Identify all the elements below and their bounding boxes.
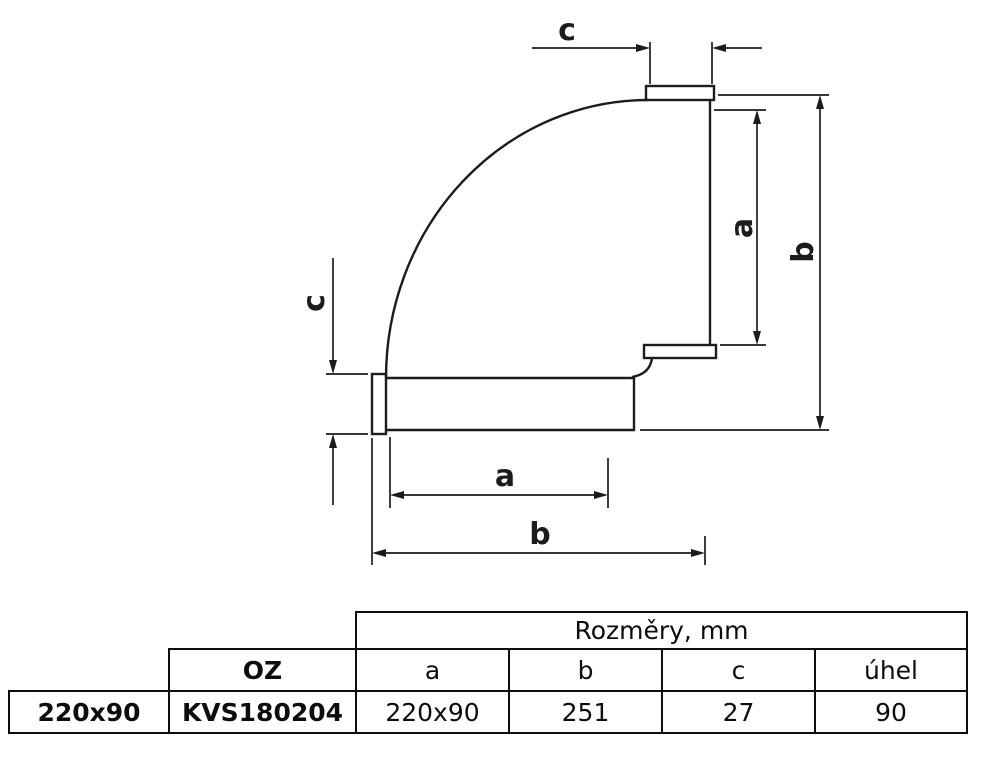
dim-label-a-bottom: a: [495, 459, 515, 494]
dim-label-b-bottom: b: [529, 517, 550, 552]
top-collar: [644, 84, 716, 102]
column-header-c: c: [661, 648, 816, 692]
dimension-arrowheads: [329, 44, 824, 557]
dimensions-table: Rozměry, mm OZ a b c úhel 220x90 KVS1802…: [8, 611, 968, 734]
empty-cell: [9, 649, 169, 691]
dimension-lines: [326, 42, 829, 565]
dimension-labels: c a b c a b: [297, 13, 821, 552]
duct-elbow-outline: [370, 84, 718, 436]
left-flange: [370, 372, 388, 436]
column-header-uhel: úhel: [814, 648, 968, 692]
dim-label-a-right: a: [725, 218, 760, 238]
table-row-group-header: Rozměry, mm: [9, 611, 968, 650]
column-header-oz: OZ: [168, 648, 357, 692]
inner-corner-curve: [631, 357, 654, 379]
cell-code: KVS180204: [168, 690, 357, 734]
cell-a-value: 220x90: [355, 690, 510, 734]
cell-uhel-value: 90: [814, 690, 968, 734]
column-header-b: b: [508, 648, 663, 692]
outer-curve: [384, 98, 649, 379]
dim-label-c-left: c: [297, 294, 332, 312]
cell-size: 220x90: [8, 690, 170, 734]
dim-label-c-top: c: [558, 13, 576, 48]
cell-c-value: 27: [661, 690, 816, 734]
group-header-rozmery: Rozměry, mm: [355, 611, 968, 650]
column-header-a: a: [355, 648, 510, 692]
spec-table-area: Rozměry, mm OZ a b c úhel 220x90 KVS1802…: [8, 611, 968, 734]
table-row-column-headers: OZ a b c úhel: [9, 648, 968, 692]
dim-label-b-right: b: [786, 241, 821, 262]
table-row-values: 220x90 KVS180204 220x90 251 27 90: [8, 690, 968, 734]
horizontal-duct: [386, 376, 636, 432]
lower-collar: [642, 343, 718, 360]
empty-cell: [9, 612, 356, 649]
cell-b-value: 251: [508, 690, 663, 734]
elbow-technical-drawing: c a b c a b: [297, 13, 829, 565]
